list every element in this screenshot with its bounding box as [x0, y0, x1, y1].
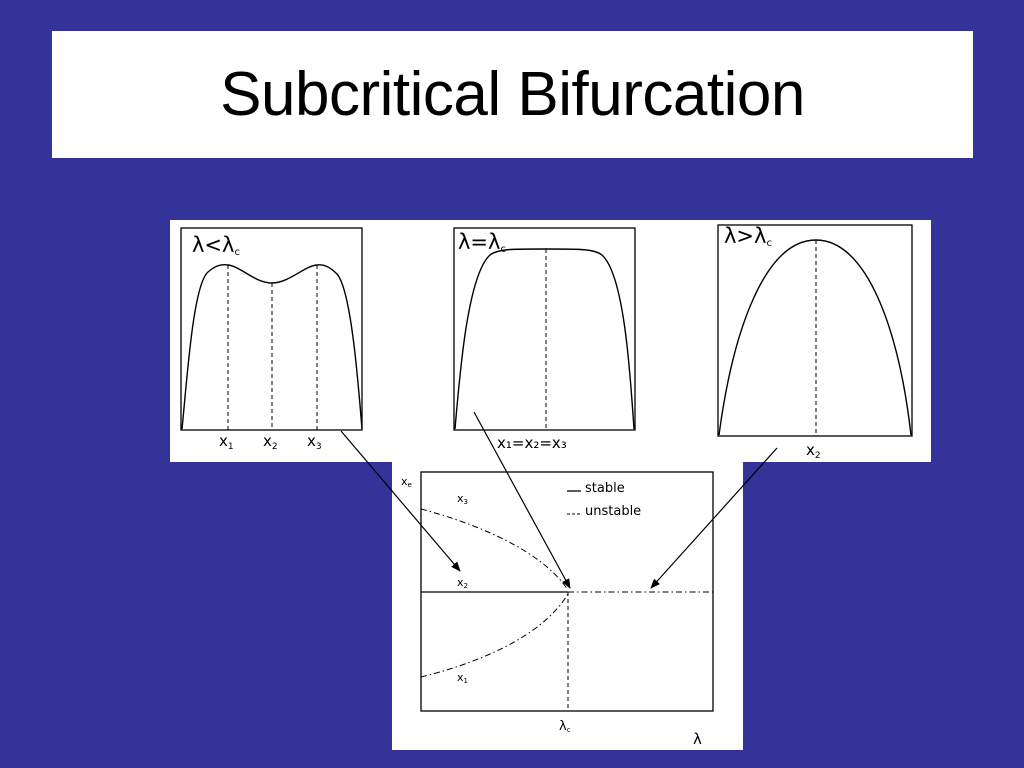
label-x2: x2 [806, 441, 821, 461]
panel-frame [453, 227, 636, 431]
unstable-branch-x3 [420, 508, 569, 591]
x-axis-label: λ [693, 730, 702, 748]
branch-label-x3: x3 [457, 492, 468, 506]
y-axis-label: xe [401, 475, 412, 489]
legend-stable-label: stable [585, 481, 625, 496]
label-x-merged: x₁=x₂=x₃ [497, 434, 567, 452]
panel-lambda-greater: λ>λc x2 [717, 224, 913, 461]
panel-frame [717, 224, 913, 437]
arrow-panel2-to-diagram [473, 411, 571, 589]
label-x2: x2 [263, 432, 278, 452]
unstable-branch-x1 [420, 593, 569, 678]
arrow-panel1-to-diagram [340, 430, 461, 572]
label-x1: x1 [219, 432, 234, 452]
panel-lambda-equal: λ=λc x₁=x₂=x₃ [453, 227, 636, 452]
label-x3: x3 [307, 432, 322, 452]
branch-label-x1: x1 [457, 671, 468, 685]
bifurcation-diagram: stable unstable xe x3 x2 x1 λc λ [401, 471, 714, 748]
panel-frame [180, 227, 363, 431]
panel-lambda-less: λ<λc x1 x2 x3 [180, 227, 363, 452]
title-box: Subcritical Bifurcation [52, 31, 973, 158]
panel-condition: λ>λc [724, 224, 772, 249]
arrow-panel3-to-diagram [650, 447, 778, 589]
branch-label-x2: x2 [457, 576, 468, 590]
panel-condition: λ=λc [458, 230, 506, 255]
critical-label: λc [559, 719, 571, 734]
slide-title: Subcritical Bifurcation [220, 60, 805, 129]
legend-unstable-label: unstable [585, 504, 641, 519]
panel-condition: λ<λc [192, 233, 240, 258]
top-figure-background [170, 220, 931, 462]
